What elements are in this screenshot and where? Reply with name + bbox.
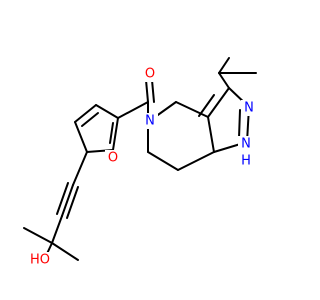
bond-isopropyl-ch3-left	[218, 57, 230, 74]
label-bg-nh	[238, 152, 254, 168]
bond-cquat-methyl1	[23, 227, 53, 244]
piperidine-nitrogen-label: N	[145, 114, 155, 129]
bond-c3-c3a-double	[198, 94, 215, 117]
bond-alkyne-2	[66, 186, 79, 219]
pyrazole-h-label: H	[241, 154, 251, 169]
pyrazole-n2-label: N	[244, 101, 254, 116]
bond-furan-c2-o	[112, 117, 119, 151]
structure-canvas: O N N N H O HO	[23, 57, 257, 268]
bond-c3a-c7a	[207, 116, 215, 153]
label-bg-carbonyl-o	[142, 66, 158, 82]
label-bg-hydroxyl	[28, 252, 54, 268]
chemical-structure: O N N N H O HO	[23, 57, 257, 268]
hydroxyl-label: HO	[30, 253, 50, 268]
bond-furan-c4-c3	[74, 104, 97, 123]
bond-furan-alkyne	[72, 151, 88, 186]
label-bg-n5	[142, 113, 158, 129]
pyrazole-n1-label: N	[241, 137, 251, 152]
carbonyl-oxygen-label: O	[145, 67, 155, 82]
bond-carbonyl-furan	[117, 101, 149, 119]
bond-c7-c7a	[177, 151, 215, 171]
bond-c6-c7	[147, 151, 179, 171]
bond-n2-n1-double	[238, 109, 241, 139]
label-bg-n1	[238, 136, 254, 152]
bond-c3a-c4	[175, 101, 209, 118]
bond-alkyne-3	[56, 182, 69, 215]
bond-alkyne-cquat	[51, 215, 63, 244]
bond-isopropyl-ch	[218, 72, 230, 89]
bond-carbonyl-o-double	[151, 79, 155, 103]
bond-furan-c2-c3-double	[109, 122, 114, 144]
label-bg-furan-o	[105, 150, 121, 166]
bond-alkyne-1	[61, 184, 74, 217]
bond-c3-c3a	[207, 87, 230, 118]
furan-oxygen-label: O	[108, 151, 118, 166]
bond-furan-c3-c2	[95, 104, 119, 119]
label-bg-n2	[241, 100, 257, 116]
bond-carbonyl-o	[145, 79, 149, 103]
bond-furan-c5-c4	[74, 121, 88, 153]
bond-furan-c3-c4-double	[81, 112, 99, 127]
bond-cquat-methyl2	[51, 242, 79, 261]
